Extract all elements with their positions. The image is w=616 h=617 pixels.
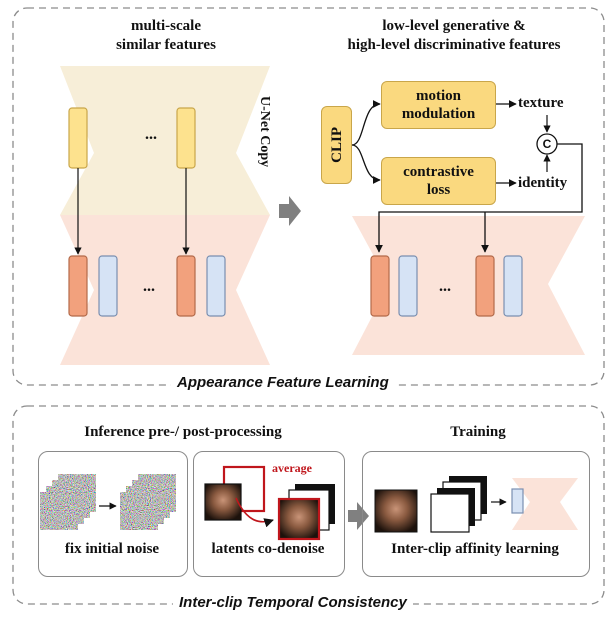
ellipsis-2: ...: [143, 278, 155, 295]
clip-box: CLIP: [321, 106, 352, 184]
blue-feature-r2: [503, 255, 523, 317]
ellipsis-3: ...: [439, 278, 451, 295]
unet-copy-shape: [60, 66, 270, 215]
blue-feature-r1: [398, 255, 418, 317]
train-unet-shape: [512, 478, 578, 530]
right-title: low-level generative & high-level discri…: [347, 18, 561, 53]
texture-label: texture: [518, 95, 564, 111]
training-title: Training: [450, 424, 506, 440]
blue-feature-l2: [206, 255, 226, 317]
temporal-caption: Inter-clip Temporal Consistency: [173, 594, 413, 611]
unet-copy-label: U-Net Copy: [257, 96, 272, 168]
train-feature: [511, 488, 524, 514]
blue-feature-l1: [98, 255, 118, 317]
clip-label: CLIP: [328, 127, 345, 163]
face-stack-right: [277, 484, 335, 541]
panel-training: [362, 451, 590, 577]
noise-stack-left: [40, 474, 96, 530]
appearance-caption: Appearance Feature Learning: [171, 374, 395, 391]
concat-output-path: [375, 143, 583, 253]
clip-branch-down: [351, 144, 381, 184]
face-frame-1: [204, 483, 242, 521]
unet-right-shape: [352, 216, 585, 355]
affinity-label: Inter-clip affinity learning: [391, 541, 559, 557]
orange-feature-l1: [68, 255, 88, 317]
orange-feature-l2: [176, 255, 196, 317]
panel-fix-noise: [38, 451, 188, 577]
noise-stack-right: [120, 474, 176, 530]
fix-noise-label: fix initial noise: [64, 541, 160, 557]
identity-label: identity: [518, 175, 568, 191]
average-label: average: [272, 461, 312, 475]
clip-branch-up: [351, 100, 381, 146]
flow-arrow-top: [279, 196, 301, 226]
ellipsis-1: ...: [145, 126, 157, 143]
concat-label: C: [542, 137, 552, 151]
yellow-feature-2: [176, 107, 196, 169]
train-face: [374, 489, 418, 533]
left-title: multi-scale similar features: [116, 18, 216, 53]
orange-feature-r2: [475, 255, 495, 317]
co-denoise-label: latents co-denoise: [211, 541, 325, 557]
average-arrow: [235, 497, 274, 528]
orange-feature-r1: [370, 255, 390, 317]
flow-arrow-bottom: [348, 502, 369, 530]
panel-co-denoise: [193, 451, 345, 577]
inference-title: Inference pre-/ post-processing: [84, 424, 282, 440]
yellow-feature-1: [68, 107, 88, 169]
unet-left-shape: [60, 215, 270, 365]
train-frame-stack: [430, 476, 487, 533]
